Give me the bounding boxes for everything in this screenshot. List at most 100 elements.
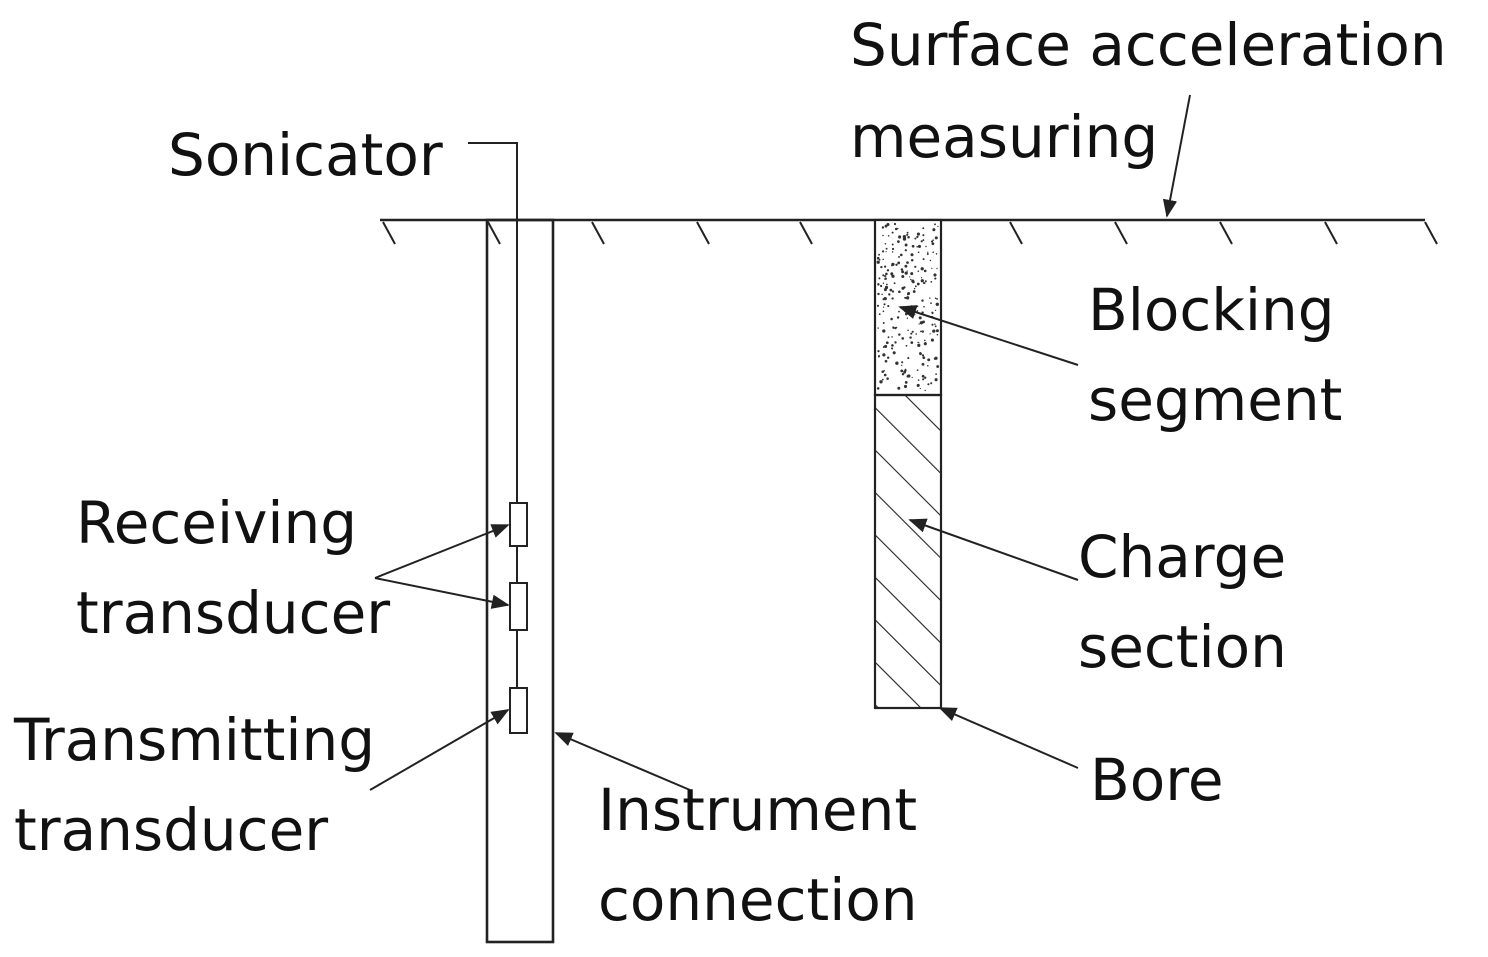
stipple-dot xyxy=(893,222,897,226)
stipple-dot xyxy=(890,317,893,321)
stipple-dot xyxy=(884,277,887,280)
stipple-dot xyxy=(891,251,894,253)
stipple-dot xyxy=(886,356,890,359)
sonicator-cable xyxy=(468,142,518,503)
stipple-dot xyxy=(910,278,912,281)
stipple-dot xyxy=(927,358,931,362)
stipple-dot xyxy=(882,353,886,357)
stipple-dot xyxy=(877,283,880,286)
stipple-dot xyxy=(917,341,919,344)
stipple-dot xyxy=(894,227,898,231)
stipple-dot xyxy=(882,322,885,324)
stipple-dot xyxy=(935,253,938,255)
stipple-dot xyxy=(926,253,929,255)
stipple-dot xyxy=(909,336,912,339)
stipple-dot xyxy=(886,269,890,272)
stipple-dot xyxy=(931,267,933,270)
stipple-dot xyxy=(935,329,939,333)
stipple-dot xyxy=(930,240,934,243)
stipple-dot xyxy=(921,299,924,302)
stipple-dot xyxy=(883,373,887,377)
stipple-dot xyxy=(910,258,914,262)
stipple-dot xyxy=(901,337,905,340)
stipple-dot xyxy=(913,287,916,290)
stipple-dot xyxy=(898,235,902,239)
stipple-dot xyxy=(897,240,900,243)
stipple-dot xyxy=(878,313,881,316)
stipple-dot xyxy=(918,316,922,320)
stipple-dot xyxy=(911,376,913,379)
stipple-dot xyxy=(920,240,923,243)
stipple-dot xyxy=(907,292,911,295)
stipple-dot xyxy=(884,359,888,363)
stipple-dot xyxy=(891,274,895,278)
blocking-segment-leader xyxy=(898,305,1079,366)
stipple-dot xyxy=(904,368,907,371)
stipple-dot xyxy=(901,270,905,274)
stipple-dot xyxy=(920,330,922,333)
stipple-dot xyxy=(922,234,925,237)
stipple-dot xyxy=(898,255,900,258)
stipple-dot xyxy=(897,261,901,265)
stipple-dot xyxy=(904,243,908,247)
stipple-dot xyxy=(923,339,926,342)
stipple-dot xyxy=(917,244,922,248)
stipple-dot xyxy=(920,279,924,283)
stipple-dot xyxy=(877,292,880,296)
stipple-dot xyxy=(887,235,890,237)
stipple-dot xyxy=(901,286,905,290)
stipple-dot xyxy=(881,250,885,253)
transmitting-leader xyxy=(369,709,510,791)
ground-tick xyxy=(487,221,501,245)
stipple-dot xyxy=(883,265,887,268)
stipple-dot xyxy=(897,386,901,390)
receiving-leader-upper xyxy=(374,524,510,579)
stipple-dot xyxy=(906,270,908,272)
ground-tick xyxy=(696,221,710,245)
stipple-dot xyxy=(936,333,939,336)
stipple-dot xyxy=(922,227,925,230)
stipple-dot xyxy=(878,258,881,261)
stipple-dot xyxy=(924,280,927,283)
stipple-dot xyxy=(907,329,909,332)
stipple-dot xyxy=(917,343,921,348)
stipple-dot xyxy=(922,320,925,324)
stipple-dot xyxy=(880,265,883,269)
stipple-dot xyxy=(876,260,880,264)
stipple-dot xyxy=(876,387,880,390)
stipple-dot xyxy=(904,380,908,384)
label-bore: Bore xyxy=(1090,746,1224,814)
receiving-transducer-lower xyxy=(509,582,528,631)
ground-tick xyxy=(382,221,396,245)
stipple-dot xyxy=(905,297,908,300)
stipple-dot xyxy=(911,330,914,333)
stipple-dot xyxy=(911,244,915,248)
stipple-dot xyxy=(892,327,895,329)
stipple-dot xyxy=(927,364,929,367)
stipple-dot xyxy=(891,344,894,347)
stipple-dot xyxy=(891,243,894,246)
stipple-dot xyxy=(934,323,936,325)
stipple-dot xyxy=(930,281,933,283)
stipple-dot xyxy=(921,374,925,378)
bore-leader xyxy=(938,707,1079,769)
stipple-dot xyxy=(924,376,927,379)
stipple-dot xyxy=(884,344,888,348)
stipple-dot xyxy=(896,316,900,319)
ground-tick xyxy=(1009,221,1023,245)
stipple-dot xyxy=(904,312,908,316)
stipple-dot xyxy=(885,341,889,345)
stipple-dot xyxy=(934,223,936,226)
stipple-dot xyxy=(936,267,938,270)
charge-section xyxy=(873,393,943,710)
stipple-dot xyxy=(885,247,888,250)
stipple-dot xyxy=(882,329,886,333)
stipple-dot xyxy=(895,263,898,266)
leader-lines xyxy=(369,94,1191,791)
stipple-dot xyxy=(921,362,925,366)
stipple-dot xyxy=(907,374,911,378)
stipple-dot xyxy=(931,323,934,326)
stipple-dot xyxy=(887,336,890,339)
stipple-dot xyxy=(917,305,919,308)
stipple-dot xyxy=(902,235,907,239)
